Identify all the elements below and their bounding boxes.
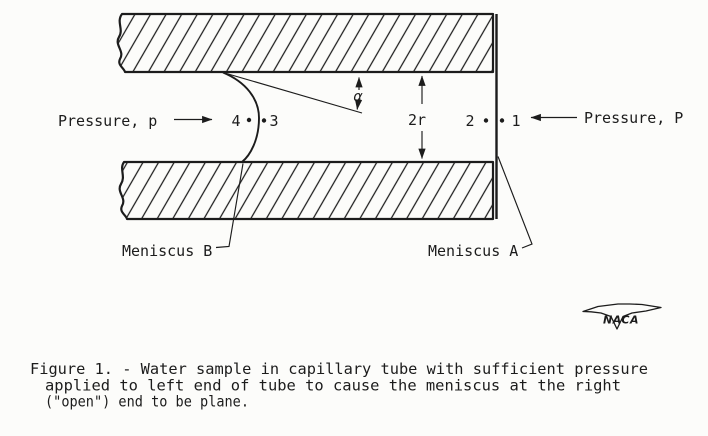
capillary-tube <box>116 12 498 221</box>
naca-wings-icon <box>582 303 662 330</box>
meniscus-a-label: Meniscus A <box>428 242 518 260</box>
meniscus-b-label: Meniscus B <box>122 242 212 260</box>
point-2-dot <box>483 118 489 123</box>
point-3-label: 3 <box>269 112 278 130</box>
caption-line-2: applied to left end of tube to cause the… <box>45 377 621 395</box>
caption-line-1: Figure 1. - Water sample in capillary tu… <box>30 360 648 378</box>
meniscus-b-leader-line <box>215 163 244 249</box>
alpha-arrow-down <box>354 99 363 110</box>
bore-dimension-label: 2r <box>408 111 426 129</box>
meniscus-a-callout: Meniscus A <box>428 156 533 260</box>
point-2-label: 2 <box>465 112 474 130</box>
naca-logo-text: NACA <box>603 314 639 327</box>
bore-dimension: 2r <box>408 75 426 159</box>
pressure-p-label: Pressure, p <box>58 112 157 130</box>
contact-angle-label: α <box>353 89 363 105</box>
point-4-label: 4 <box>231 112 240 130</box>
tube-wall-top <box>116 12 495 74</box>
point-1-label: 1 <box>511 112 520 130</box>
point-4-dot <box>246 117 252 123</box>
naca-logo: NACA <box>582 303 662 330</box>
figure-caption: Figure 1. - Water sample in capillary tu… <box>30 360 648 411</box>
meniscus-b-curve <box>222 71 260 163</box>
meniscus-b-callout: Meniscus B <box>122 163 244 260</box>
point-3-dot <box>261 118 267 123</box>
caption-line-3: ("open") end to be plane. <box>45 393 249 411</box>
contact-angle-tangent-line <box>222 71 363 114</box>
tube-wall-bottom <box>118 160 495 221</box>
pressure-cap-p-label: Pressure, P <box>584 109 683 127</box>
point-1-dot <box>499 118 505 123</box>
meniscus-a-leader-line <box>497 156 533 249</box>
